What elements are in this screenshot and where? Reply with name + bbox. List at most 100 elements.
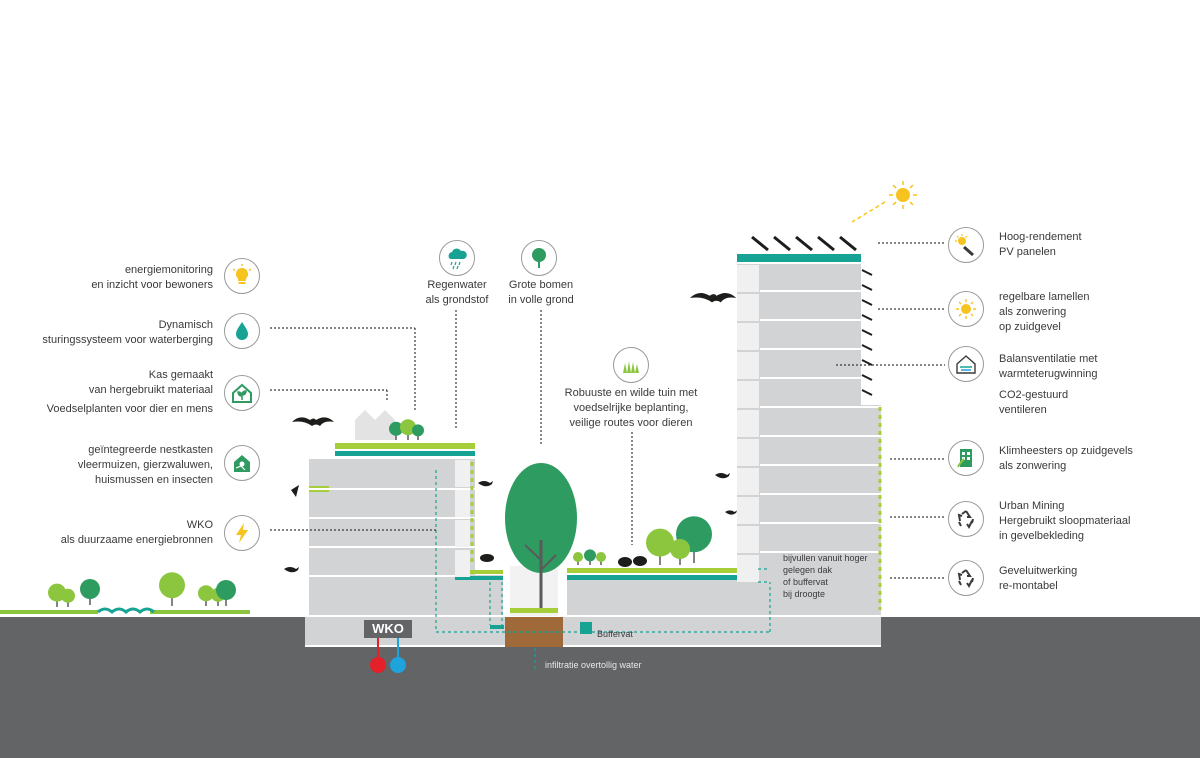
roof-teal [335,451,475,456]
floor-line [760,290,881,292]
tree [400,419,416,436]
tree [389,421,403,436]
floor-line [760,348,881,350]
sun-icon [948,291,984,327]
wko-box: WKO [364,620,412,638]
tower-roof [737,254,861,262]
green-roof [335,443,475,449]
tree-icon [521,240,557,276]
window [455,550,470,577]
window [455,520,470,547]
wko-warm [370,657,386,673]
courtyard-block [455,575,503,615]
pv-panel [751,235,769,252]
bird [284,567,299,573]
window [737,352,759,379]
ventilation-house-icon [948,346,984,382]
pv-panel [773,235,791,252]
central-tree [505,463,577,573]
branch [524,544,542,561]
greenhouse-plant-icon [224,375,260,411]
window [737,294,759,321]
tree [80,579,100,599]
bird [715,473,730,479]
tower-base-extension [861,405,881,580]
sun [896,188,910,202]
insect [480,554,494,562]
tree [573,552,583,562]
buffervat-label: Buffervat [597,629,633,639]
tree [61,588,75,603]
lamel [861,329,873,336]
bat [292,417,334,426]
lamel [861,269,873,276]
water-drop-icon [224,313,260,349]
left-building [309,459,475,615]
hedgehog [618,557,632,567]
lamel [861,314,873,321]
grass-strip [0,610,98,614]
floor-line [760,377,881,379]
floor-line [309,488,475,490]
floor-line [760,551,881,553]
grass [510,608,558,613]
window [737,323,759,350]
floor-line [760,319,881,321]
hedgehog [633,556,647,566]
green-roof [455,570,503,574]
tree [646,528,674,557]
pv-panel [839,235,857,252]
buffervat [580,622,592,634]
bat [689,292,737,303]
lightning-icon [224,515,260,551]
window [737,265,759,292]
lamel [861,359,873,366]
roof-teal [455,576,503,580]
tree-pit [510,566,558,616]
recycle-icon [948,501,984,537]
garden-roof [567,568,757,573]
bird [725,510,737,515]
window [737,555,759,582]
sun-ray [909,201,914,206]
birdhouse-icon [224,445,260,481]
lamel [861,374,873,381]
bird [478,481,493,487]
lamel [861,299,873,306]
wko-cold [390,657,406,673]
window [737,468,759,495]
basement-edge [305,645,881,647]
tree [584,549,596,562]
window [737,381,759,408]
grass-strip [150,610,250,614]
branch [540,554,557,571]
grass-icon [613,347,649,383]
window [737,497,759,524]
sun-ray [892,184,897,189]
tree [670,539,690,559]
lightbulb-icon [224,258,260,294]
floor-line [760,406,881,408]
sun-ray [892,201,897,206]
floor-line [309,517,475,519]
solar-panel-icon [948,227,984,263]
water-wave [97,607,155,614]
window [737,439,759,466]
infiltratie-label: infiltratie overtollig water [545,660,642,670]
lamel [861,389,873,396]
tree [216,580,236,600]
floor-line [760,522,881,524]
window [737,526,759,553]
tree [159,572,185,599]
